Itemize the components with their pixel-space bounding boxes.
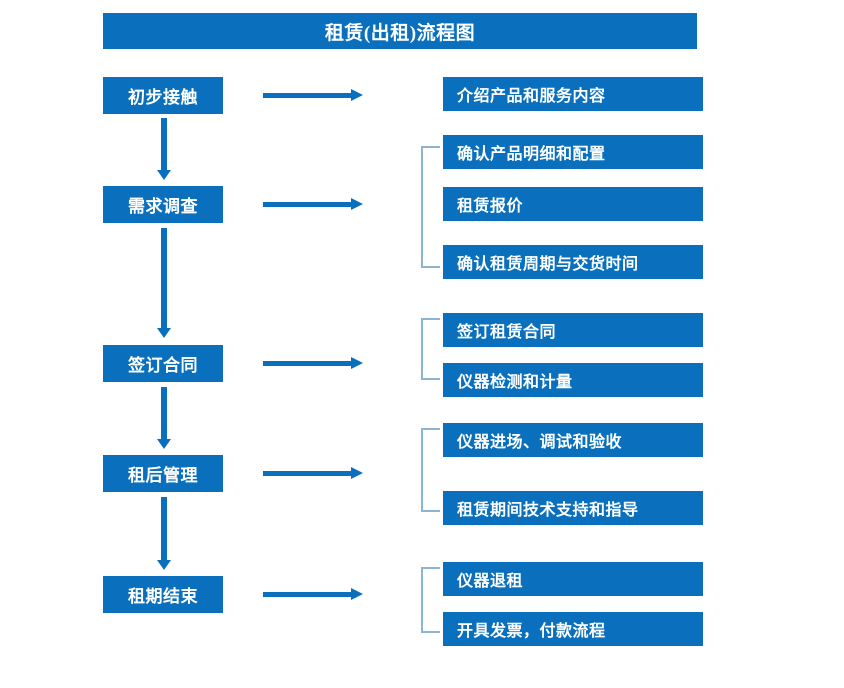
vertical-arrow-icon-1: [157, 118, 171, 180]
vertical-arrow-icon-3: [157, 387, 171, 449]
detail-box-4[interactable]: 确认租赁周期与交货时间: [443, 245, 703, 279]
group-bracket-3: [421, 318, 440, 380]
stage-box-5[interactable]: 租期结束: [103, 576, 223, 613]
stage-box-4[interactable]: 租后管理: [103, 455, 223, 492]
detail-box-2[interactable]: 确认产品明细和配置: [443, 135, 703, 169]
detail-box-10[interactable]: 开具发票，付款流程: [443, 612, 703, 646]
horizontal-arrow-icon-3: [263, 357, 363, 369]
horizontal-arrow-icon-2: [263, 198, 363, 210]
horizontal-arrow-icon-4: [263, 467, 363, 479]
stage-box-3[interactable]: 签订合同: [103, 345, 223, 382]
detail-box-1[interactable]: 介绍产品和服务内容: [443, 77, 703, 111]
group-bracket-4: [421, 428, 440, 512]
detail-box-8[interactable]: 租赁期间技术支持和指导: [443, 491, 703, 525]
detail-box-5[interactable]: 签订租赁合同: [443, 313, 703, 347]
flowchart-title: 租赁(出租)流程图: [103, 13, 697, 49]
stage-box-1[interactable]: 初步接触: [103, 77, 223, 114]
vertical-arrow-icon-2: [157, 228, 171, 338]
detail-box-6[interactable]: 仪器检测和计量: [443, 363, 703, 397]
horizontal-arrow-icon-5: [263, 588, 363, 600]
vertical-arrow-icon-4: [157, 497, 171, 570]
stage-box-2[interactable]: 需求调查: [103, 186, 223, 223]
detail-box-3[interactable]: 租赁报价: [443, 187, 703, 221]
group-bracket-2: [421, 146, 440, 268]
detail-box-9[interactable]: 仪器退租: [443, 562, 703, 596]
group-bracket-5: [421, 567, 440, 633]
detail-box-7[interactable]: 仪器进场、调试和验收: [443, 423, 703, 457]
horizontal-arrow-icon-1: [263, 89, 363, 101]
